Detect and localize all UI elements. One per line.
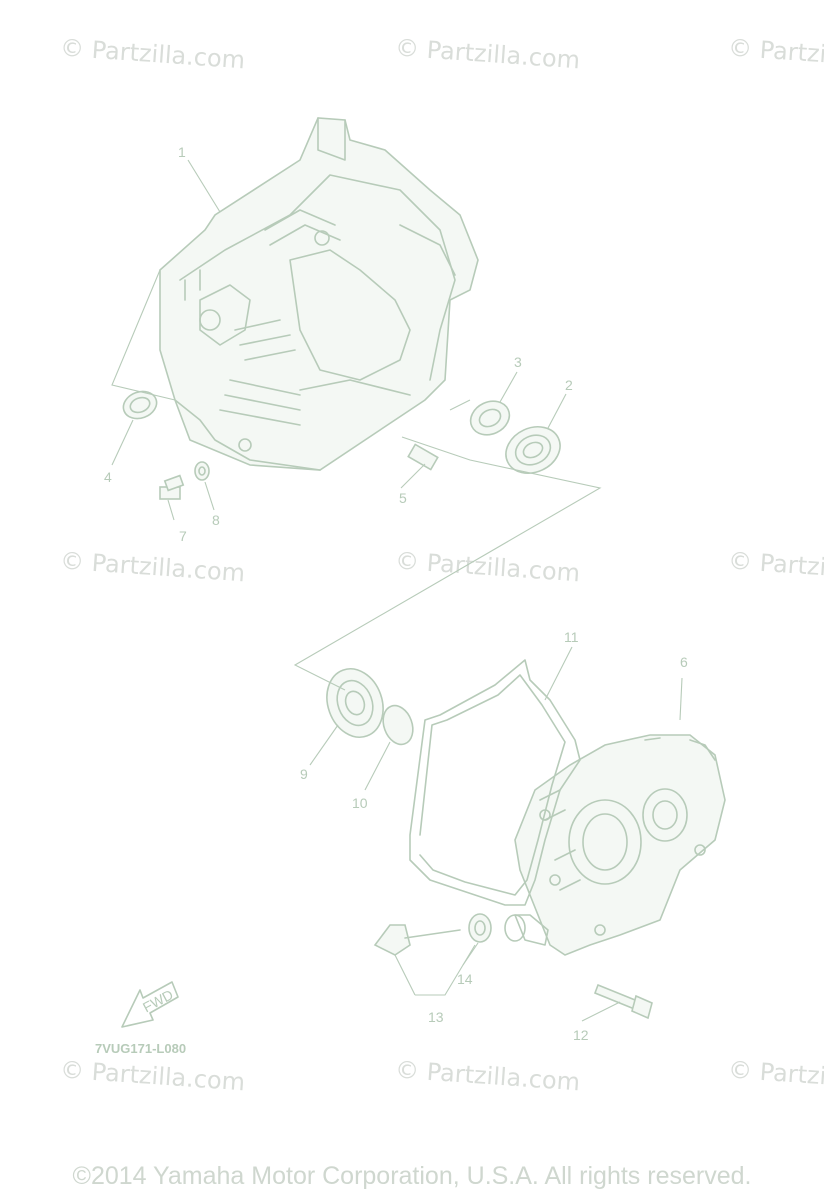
crankcase-bolt[interactable] [593, 983, 653, 1020]
gasket-washer[interactable] [194, 461, 210, 481]
callout-14: 14 [457, 971, 473, 987]
oil-level-gauge[interactable] [373, 924, 461, 956]
callout-7: 7 [179, 528, 187, 544]
callout-5: 5 [399, 490, 407, 506]
callout-9: 9 [300, 766, 308, 782]
crank-seal[interactable] [378, 701, 418, 748]
oil-seal[interactable] [120, 387, 161, 423]
callout-10: 10 [352, 795, 368, 811]
callout-4: 4 [104, 469, 112, 485]
crankcase-gasket[interactable] [409, 659, 581, 906]
callout-2: 2 [565, 377, 573, 393]
copyright-notice: ©2014 Yamaha Motor Corporation, U.S.A. A… [72, 1162, 752, 1190]
leader-lines [111, 159, 683, 1022]
callout-12: 12 [573, 1027, 589, 1043]
callout-11: 11 [564, 629, 579, 645]
callout-13: 13 [428, 1009, 444, 1025]
callout-3: 3 [514, 354, 522, 370]
crankcase-right[interactable] [504, 734, 726, 956]
dowel-pin[interactable] [407, 443, 439, 471]
drain-bolt[interactable] [159, 474, 185, 500]
forward-arrow-icon: FWD [121, 981, 179, 1028]
callout-1: 1 [178, 144, 186, 160]
callout-8: 8 [212, 512, 220, 528]
bearing[interactable] [498, 418, 567, 482]
seal[interactable] [465, 395, 515, 441]
o-ring[interactable] [468, 913, 492, 943]
callout-6: 6 [680, 654, 688, 670]
diagram-code: 7VUG171-L080 [95, 1041, 186, 1056]
crank-bearing[interactable] [318, 661, 393, 745]
crankcase-left[interactable] [159, 117, 479, 471]
